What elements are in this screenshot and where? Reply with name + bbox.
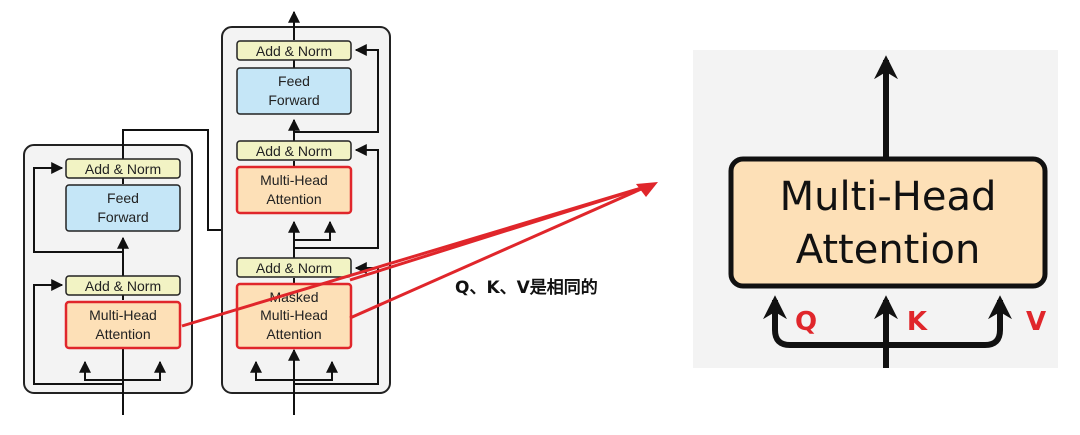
encoder-container	[23, 144, 193, 394]
encoder-feed-forward	[65, 184, 181, 232]
zoom-k-label: K	[907, 307, 928, 337]
decoder-masked-label-3: Attention	[266, 326, 321, 342]
decoder-add-norm-bottom-label: Add & Norm	[256, 260, 332, 276]
decoder-mha-label-2: Attention	[266, 191, 321, 207]
encoder-mha-label-1: Multi-Head	[89, 307, 157, 323]
pointer-arrowhead	[636, 182, 658, 197]
red-pointer-lines	[181, 182, 658, 328]
decoder-add-norm-mid	[236, 140, 352, 161]
zoom-mha-label-2: Attention	[796, 227, 981, 273]
pointer-line-decoder-masked	[349, 184, 649, 320]
decoder-add-norm-top	[236, 40, 352, 61]
decoder-masked-label-1: Masked	[269, 289, 318, 305]
zoom-v-label: V	[1026, 307, 1046, 337]
decoder-multi-head-attention	[235, 165, 353, 215]
encoder-add-norm-bottom-label: Add & Norm	[85, 278, 161, 294]
pointer-line-decoder-mha	[349, 184, 649, 282]
decoder-feed-forward	[236, 67, 352, 115]
encoder-add-norm-bottom	[65, 275, 181, 296]
decoder-add-norm-bottom	[236, 257, 352, 278]
zoom-q-label: Q	[795, 307, 817, 337]
decoder-masked-label-2: Multi-Head	[260, 307, 328, 323]
decoder-block: Add & Norm Feed Forward Add & Norm Multi…	[221, 10, 391, 415]
encoder-ff-label-1: Feed	[107, 190, 139, 206]
encoder-ff-label-2: Forward	[97, 209, 148, 225]
encoder-mha-label-2: Attention	[95, 326, 150, 342]
encoder-block: Add & Norm Feed Forward Add & Norm Multi…	[23, 129, 276, 415]
zoom-panel: Multi-Head Attention Q K V	[693, 50, 1058, 368]
encoder-add-norm-top-label: Add & Norm	[85, 161, 161, 177]
decoder-ff-label-1: Feed	[278, 73, 310, 89]
encoder-multi-head-attention	[64, 300, 182, 350]
zoom-mha-label-1: Multi-Head	[780, 174, 997, 220]
decoder-ff-label-2: Forward	[268, 92, 319, 108]
zoom-multi-head-attention	[728, 156, 1048, 289]
encoder-add-norm-top	[65, 158, 181, 179]
decoder-add-norm-mid-label: Add & Norm	[256, 143, 332, 159]
decoder-mha-label-1: Multi-Head	[260, 172, 328, 188]
qkv-same-caption: Q、K、V是相同的	[455, 277, 598, 298]
decoder-add-norm-top-label: Add & Norm	[256, 43, 332, 59]
